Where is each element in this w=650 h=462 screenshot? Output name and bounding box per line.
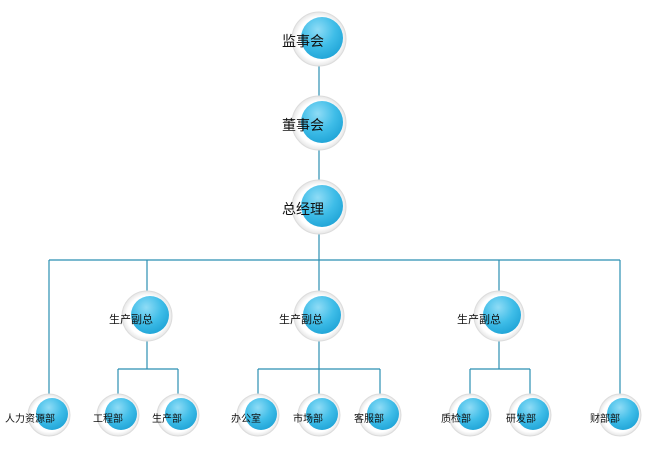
node-board-of-directors: 董事会 [282,95,347,151]
node-label: 工程部 [93,412,123,425]
node-deputy-gm-center: 生产副总 [279,290,345,342]
node-deputy-gm-left: 生产副总 [109,290,173,342]
node-label: 财部部 [590,412,620,425]
node-customer-service-dept: 客服部 [354,393,402,437]
node-office: 办公室 [231,393,280,437]
node-label: 客服部 [354,412,384,425]
node-label: 生产副总 [109,312,153,326]
connector-lines [48,62,621,398]
node-label: 生产副总 [279,312,323,326]
node-qc-dept: 质检部 [441,393,492,437]
node-label: 生产副总 [457,312,501,326]
node-label: 人力资源部 [5,412,55,425]
node-label: 董事会 [282,118,324,134]
node-engineering-dept: 工程部 [93,393,140,437]
node-production-dept: 生产部 [152,393,200,437]
node-label: 质检部 [441,412,471,425]
node-finance-dept: 财部部 [590,393,642,437]
node-label: 办公室 [231,412,261,425]
node-label: 生产部 [152,412,182,425]
node-label: 监事会 [282,34,324,50]
node-label: 市场部 [293,412,323,425]
node-supervisory-board: 监事会 [282,11,347,67]
node-label: 研发部 [506,412,536,425]
node-deputy-gm-right: 生产副总 [457,290,525,342]
node-rd-dept: 研发部 [506,393,552,437]
node-label: 总经理 [282,202,324,218]
node-general-manager: 总经理 [282,179,347,235]
node-marketing-dept: 市场部 [293,393,341,437]
node-hr-dept: 人力资源部 [5,393,71,437]
